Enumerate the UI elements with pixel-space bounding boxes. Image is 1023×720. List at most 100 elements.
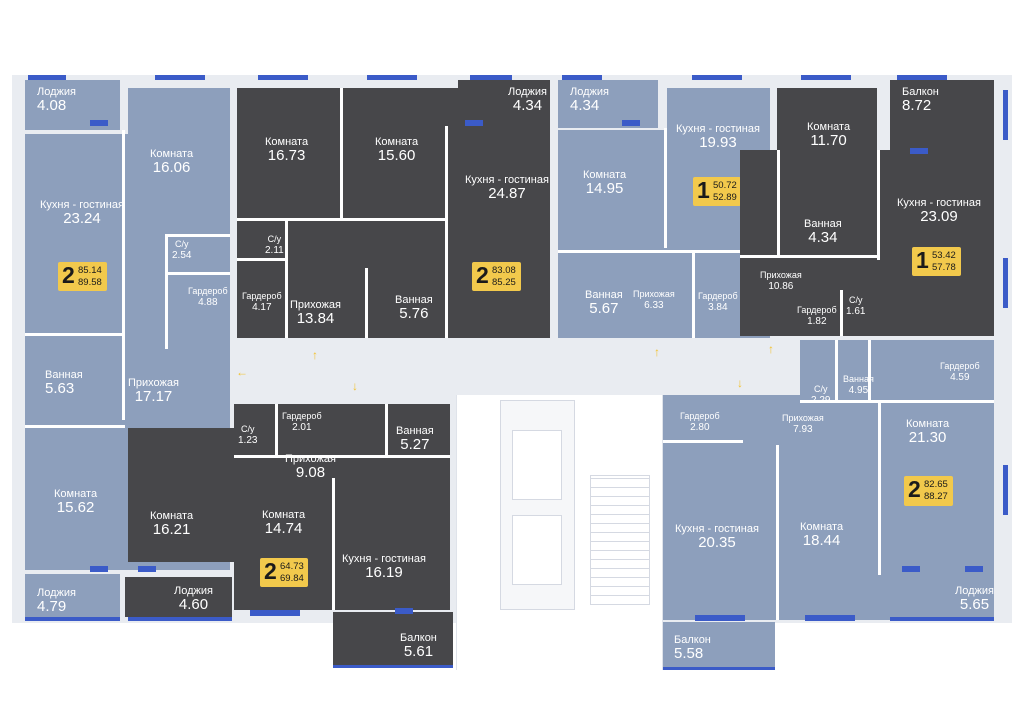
window [258, 75, 308, 80]
elevator-shaft-inner-1 [512, 430, 562, 500]
window [90, 120, 108, 126]
window [897, 75, 947, 80]
window [805, 615, 855, 621]
window [965, 566, 983, 572]
apt-f-main[interactable] [663, 395, 994, 620]
window [902, 566, 920, 572]
apt-f-balcony [663, 622, 775, 670]
window [1003, 258, 1008, 308]
window [395, 608, 413, 614]
window [25, 617, 120, 621]
staircase [590, 475, 650, 605]
window [250, 610, 300, 616]
window [155, 75, 205, 80]
apt-d-main[interactable] [740, 150, 994, 336]
arrow-up-icon: ↑ [312, 348, 318, 362]
window [138, 566, 156, 572]
arrow-up-icon: ↑ [654, 345, 660, 359]
window [333, 665, 453, 668]
window [663, 667, 775, 670]
apt-e-komnata-left [128, 428, 234, 562]
window [367, 75, 417, 80]
window [622, 120, 640, 126]
window [562, 75, 602, 80]
apt-f-top-strip [800, 340, 994, 400]
elevator-shaft-inner-2 [512, 515, 562, 585]
window [128, 617, 232, 621]
arrow-up-icon: ↑ [768, 342, 774, 356]
window [28, 75, 66, 80]
window [90, 566, 108, 572]
window [1003, 90, 1008, 140]
apt-c-loggia [558, 80, 658, 128]
window [692, 75, 742, 80]
window [470, 75, 512, 80]
arrow-down-icon: ↓ [352, 379, 358, 393]
window [890, 617, 994, 621]
arrow-left-icon: ← [236, 365, 248, 379]
apt-e-loggia [125, 577, 232, 617]
arrow-down-icon: ↓ [737, 376, 743, 390]
apt-a-loggia-bottom [25, 574, 120, 620]
apt-a-komnata-top [128, 88, 230, 234]
window [465, 120, 483, 126]
window [801, 75, 851, 80]
window [695, 615, 745, 621]
window [910, 148, 928, 154]
apt-d-balcony [890, 80, 994, 150]
